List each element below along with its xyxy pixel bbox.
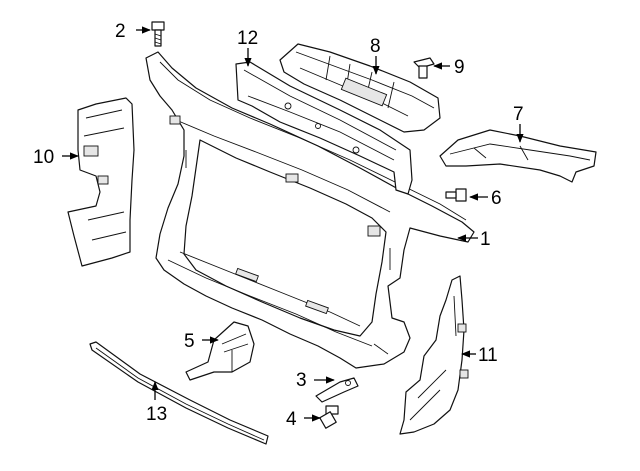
- callout-label-4: 4: [286, 409, 297, 430]
- sensor-bracket: [185, 321, 255, 381]
- callout-label-1: 1: [480, 229, 491, 250]
- callout-label-13: 13: [146, 404, 167, 425]
- bolt-6: [445, 188, 467, 202]
- bolt-2: [151, 21, 165, 47]
- lower-strip: [89, 341, 269, 445]
- callout-label-9: 9: [454, 57, 465, 78]
- air-guide: [279, 43, 441, 133]
- side-air-guide: [439, 129, 597, 183]
- leader-arrows: [62, 26, 524, 422]
- callout-label-10: 10: [33, 147, 54, 168]
- callout-label-5: 5: [184, 331, 195, 352]
- callout-label-11: 11: [478, 345, 498, 366]
- callout-label-6: 6: [491, 188, 502, 209]
- callout-label-8: 8: [370, 36, 381, 57]
- bolt-4: [319, 405, 339, 429]
- callout-label-7: 7: [513, 104, 524, 125]
- callout-label-2: 2: [115, 21, 126, 42]
- radiator-support-frame: [145, 51, 475, 369]
- clip-9: [413, 57, 435, 79]
- right-side-deflector: [399, 275, 469, 435]
- upper-shroud: [235, 61, 413, 195]
- left-side-deflector: [67, 97, 135, 267]
- callout-label-12: 12: [237, 28, 258, 49]
- small-bracket: [315, 377, 359, 403]
- callout-labels: 2 1 3 4 5 6 7 8 9 10 11 12 13: [33, 21, 524, 430]
- callout-label-3: 3: [296, 370, 307, 391]
